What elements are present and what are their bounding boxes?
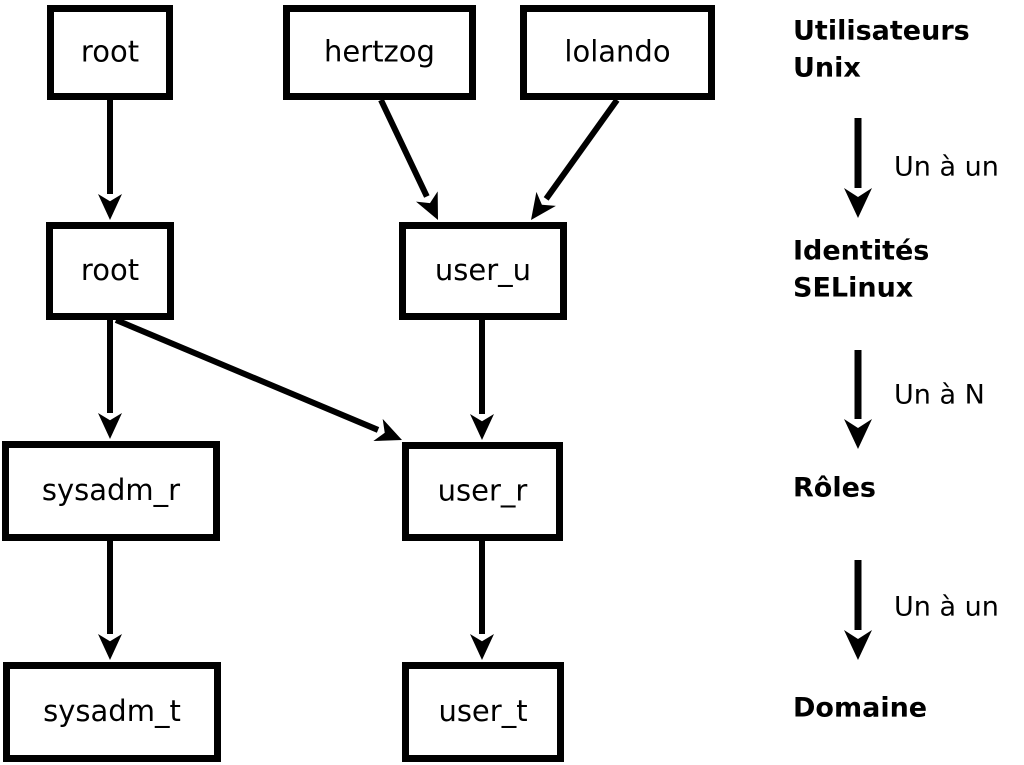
legend-title-line: Identités [793, 236, 929, 267]
node-id_root[interactable]: root [46, 222, 174, 320]
legend-relation-label: Un à un [894, 152, 999, 183]
node-box[interactable] [520, 5, 715, 100]
legend-rel-2: Un à N [844, 350, 985, 449]
arrowhead-icon [98, 413, 122, 439]
node-box[interactable] [283, 5, 476, 100]
edge-line [543, 98, 620, 201]
legend-title-line: Unix [793, 53, 861, 84]
legend-title-line: Utilisateurs [793, 16, 970, 47]
node-label: lolando [564, 35, 670, 69]
arrowhead-icon [470, 414, 494, 440]
node-box[interactable] [47, 5, 173, 100]
node-label: sysadm_r [42, 473, 180, 507]
legend-arrowhead-icon [844, 630, 872, 660]
node-label: user_r [438, 474, 528, 508]
legend-title-line: SELinux [793, 273, 913, 304]
edge-unix_hertzog-to-id_user_u [378, 98, 438, 220]
node-box[interactable] [3, 662, 221, 762]
edges-layer [98, 98, 620, 660]
arrowhead-icon [470, 634, 494, 660]
node-label: hertzog [324, 35, 435, 69]
node-box[interactable] [402, 442, 563, 541]
edge-line [378, 98, 430, 198]
legend-level-roles: Rôles [793, 473, 876, 504]
arrowhead-icon [531, 191, 556, 220]
edge-role_user-to-dom_user [470, 541, 494, 660]
edge-id_user_u-to-role_user [470, 320, 494, 440]
edge-line [114, 317, 380, 433]
node-role_user[interactable]: user_r [402, 442, 563, 541]
legend-level-domaine: Domaine [793, 693, 927, 724]
edge-role_sysadm-to-dom_sysadm [98, 541, 122, 660]
legend-arrowhead-icon [844, 188, 872, 218]
node-unix_root[interactable]: root [47, 5, 173, 100]
node-label: user_t [438, 694, 527, 728]
node-box[interactable] [399, 222, 567, 320]
node-label: root [81, 253, 139, 287]
node-dom_sysadm[interactable]: sysadm_t [3, 662, 221, 762]
legend-rel-3: Un à un [844, 560, 999, 660]
legend-layer: UtilisateursUnixIdentitésSELinuxRôlesDom… [793, 16, 999, 724]
edge-id_root-to-role_user [114, 317, 402, 442]
arrowhead-icon [98, 634, 122, 660]
node-id_user_u[interactable]: user_u [399, 222, 567, 320]
node-label: user_u [435, 253, 531, 287]
node-box[interactable] [46, 222, 174, 320]
legend-rel-1: Un à un [844, 118, 999, 218]
node-unix_hertzog[interactable]: hertzog [283, 5, 476, 100]
edge-id_root-to-role_sysadm [98, 320, 122, 439]
node-label: root [81, 35, 139, 69]
legend-arrowhead-icon [844, 419, 872, 449]
legend-title-line: Rôles [793, 473, 876, 504]
node-role_sysadm[interactable]: sysadm_r [2, 441, 220, 541]
legend-title-line: Domaine [793, 693, 927, 724]
node-box[interactable] [2, 441, 220, 541]
edge-unix_root-to-id_root [98, 100, 122, 220]
node-box[interactable] [402, 662, 564, 762]
arrowhead-icon [98, 194, 122, 220]
arrowhead-icon [416, 191, 438, 220]
legend-relation-label: Un à un [894, 592, 999, 623]
legend-relation-label: Un à N [894, 380, 985, 411]
node-label: sysadm_t [43, 694, 181, 728]
node-unix_lolando[interactable]: lolando [520, 5, 715, 100]
arrowhead-icon [373, 418, 402, 442]
node-dom_user[interactable]: user_t [402, 662, 564, 762]
edge-unix_lolando-to-id_user_u [531, 98, 620, 220]
